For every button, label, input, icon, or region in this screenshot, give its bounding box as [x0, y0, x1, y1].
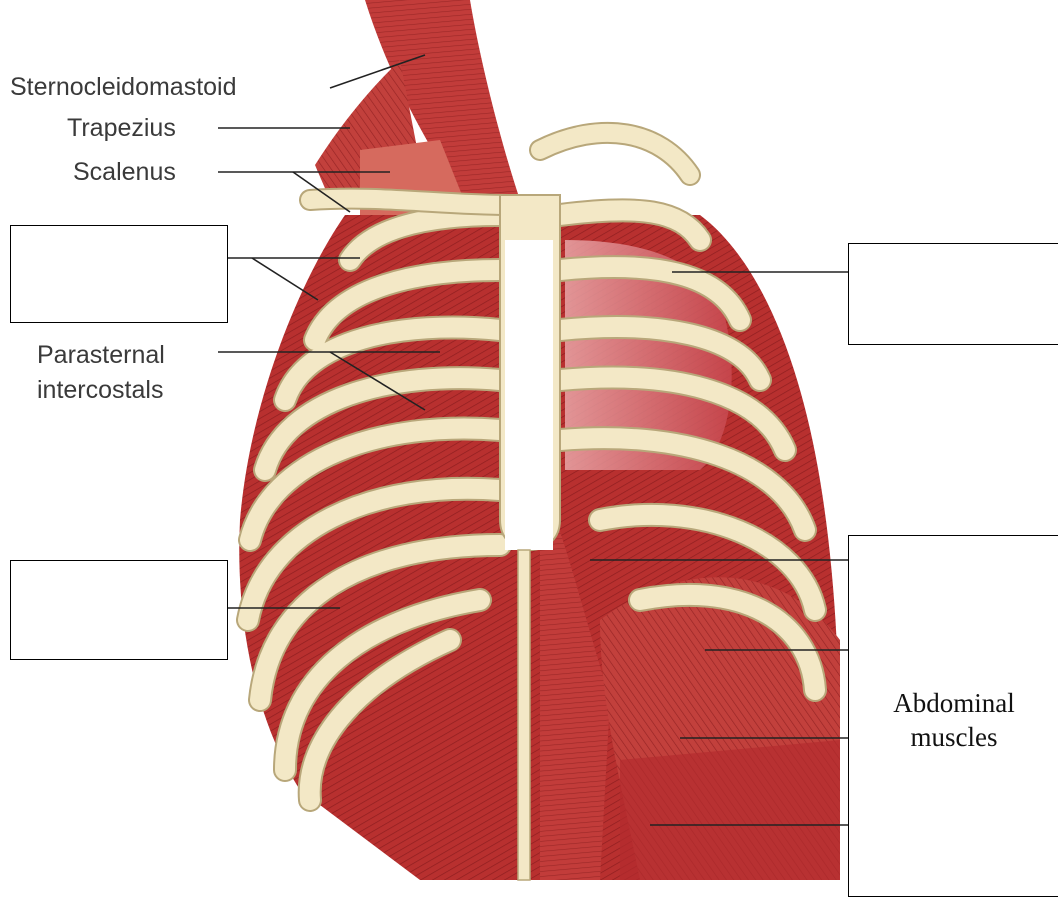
transversus [620, 740, 840, 880]
label-parasternal: Parasternal [37, 340, 165, 370]
label-trapezius: Trapezius [67, 113, 176, 143]
sternum-highlight [505, 240, 553, 550]
label-scalenus: Scalenus [73, 157, 176, 187]
abdominal-line1: Abdominal [849, 686, 1058, 720]
label-intercostals: intercostals [37, 375, 163, 405]
blank-box-lower-left [10, 560, 228, 660]
label-sternocleidomastoid: Sternocleidomastoid [10, 72, 237, 102]
blank-box-upper-left [10, 225, 228, 323]
abdominal-muscles-label: Abdominal muscles [849, 686, 1058, 754]
blank-box-upper-right [848, 243, 1058, 345]
abdominal-line2: muscles [849, 720, 1058, 754]
abdominal-muscles-box: Abdominal muscles [848, 535, 1058, 897]
costal-cartilage-column [518, 550, 530, 880]
